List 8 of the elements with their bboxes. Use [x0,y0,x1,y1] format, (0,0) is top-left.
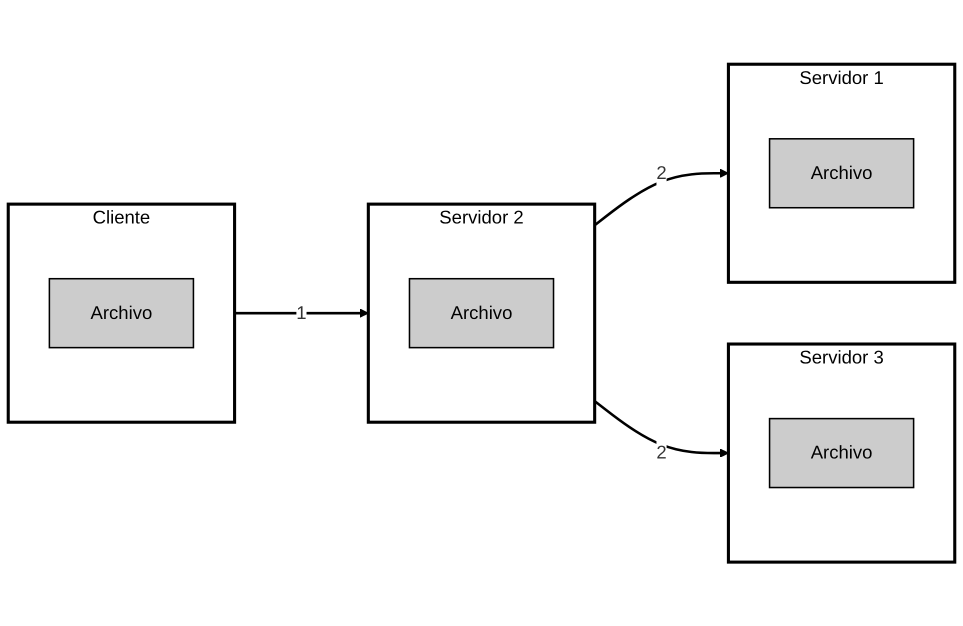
edge-label: 1 [296,302,307,323]
edge-label: 2 [656,162,667,183]
node-box: Archivo [408,278,554,348]
arrow [234,308,369,318]
node-box: Archivo [768,418,914,488]
node-box: Archivo [768,138,914,208]
edge-label: 2 [656,442,667,463]
node-box: Archivo [48,278,194,348]
